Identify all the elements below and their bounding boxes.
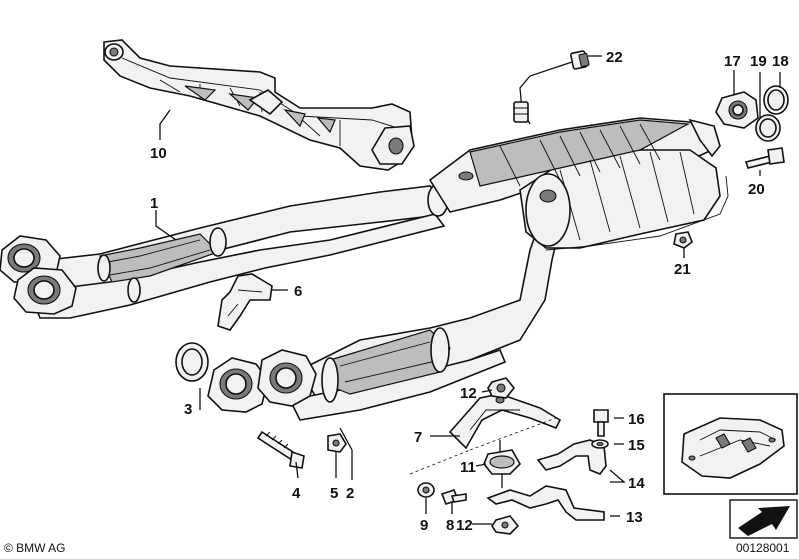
inset-box-23 bbox=[663, 393, 798, 495]
nut-5-part[interactable] bbox=[327, 433, 347, 453]
nut-12-upper-part[interactable] bbox=[487, 377, 516, 399]
front-flange-right-part[interactable] bbox=[207, 349, 317, 413]
leader-lines bbox=[155, 55, 781, 525]
callout-6[interactable]: 6 bbox=[294, 283, 302, 300]
callout-1[interactable]: 1 bbox=[150, 195, 158, 212]
heat-shield-edge bbox=[545, 175, 729, 251]
copyright-text: © BMW AG bbox=[4, 541, 66, 555]
callout-13[interactable]: 13 bbox=[626, 509, 643, 526]
callout-9[interactable]: 9 bbox=[420, 517, 428, 534]
callout-14[interactable]: 14 bbox=[628, 475, 645, 492]
assembly-line bbox=[409, 417, 557, 475]
callout-3[interactable]: 3 bbox=[184, 401, 192, 418]
washer-9-part[interactable] bbox=[417, 482, 435, 498]
callout-7[interactable]: 7 bbox=[414, 429, 422, 446]
callout-10[interactable]: 10 bbox=[150, 145, 167, 162]
callout-12-upper[interactable]: 12 bbox=[460, 385, 477, 402]
callout-16[interactable]: 16 bbox=[628, 411, 645, 428]
front-pipe-right-part[interactable] bbox=[288, 221, 561, 421]
rubber-mount-11-part[interactable] bbox=[483, 440, 521, 488]
bolt-20-part[interactable] bbox=[744, 147, 785, 169]
nut-21-part[interactable] bbox=[673, 231, 693, 249]
bolt-8-part[interactable] bbox=[440, 489, 467, 505]
mount-bracket-7-part[interactable] bbox=[448, 393, 562, 450]
callout-12-lower[interactable]: 12 bbox=[456, 517, 473, 534]
front-pipe-left-part[interactable] bbox=[28, 183, 449, 319]
gasket-17-part[interactable] bbox=[715, 91, 759, 129]
callout-11[interactable]: 11 bbox=[460, 459, 476, 476]
nut-12-lower-part[interactable] bbox=[491, 515, 520, 535]
bracket-6-part[interactable] bbox=[217, 273, 273, 331]
oxygen-sensor-part[interactable] bbox=[513, 50, 590, 125]
callout-8[interactable]: 8 bbox=[446, 517, 454, 534]
diagram-number: 00128001 bbox=[736, 541, 790, 555]
clamp-13-part[interactable] bbox=[486, 485, 605, 521]
callout-22[interactable]: 22 bbox=[606, 49, 623, 66]
gasket-3-part[interactable] bbox=[175, 342, 209, 382]
washer-15-part[interactable] bbox=[591, 439, 609, 449]
callout-19[interactable]: 19 bbox=[750, 53, 767, 70]
callout-5[interactable]: 5 bbox=[330, 485, 338, 502]
callout-21[interactable]: 21 bbox=[674, 261, 691, 278]
ring-19-part[interactable] bbox=[755, 114, 781, 142]
catalytic-converter-part[interactable] bbox=[428, 117, 721, 249]
callout-2[interactable]: 2 bbox=[346, 485, 354, 502]
heat-shield-23-part[interactable] bbox=[681, 417, 785, 479]
direction-arrow-icon bbox=[738, 506, 790, 536]
bolt-4-part[interactable] bbox=[256, 430, 305, 469]
cross-brace-part[interactable] bbox=[103, 39, 415, 171]
callout-17[interactable]: 17 bbox=[724, 53, 741, 70]
front-flange-left-part[interactable] bbox=[0, 235, 77, 315]
callout-4[interactable]: 4 bbox=[292, 485, 301, 502]
orientation-arrow-box bbox=[729, 499, 798, 539]
callout-15[interactable]: 15 bbox=[628, 437, 645, 454]
callout-18[interactable]: 18 bbox=[772, 53, 789, 70]
bolt-16-part[interactable] bbox=[593, 409, 609, 437]
ring-18-part[interactable] bbox=[763, 85, 789, 115]
clamp-14-part[interactable] bbox=[536, 439, 607, 475]
callout-20[interactable]: 20 bbox=[748, 181, 765, 198]
